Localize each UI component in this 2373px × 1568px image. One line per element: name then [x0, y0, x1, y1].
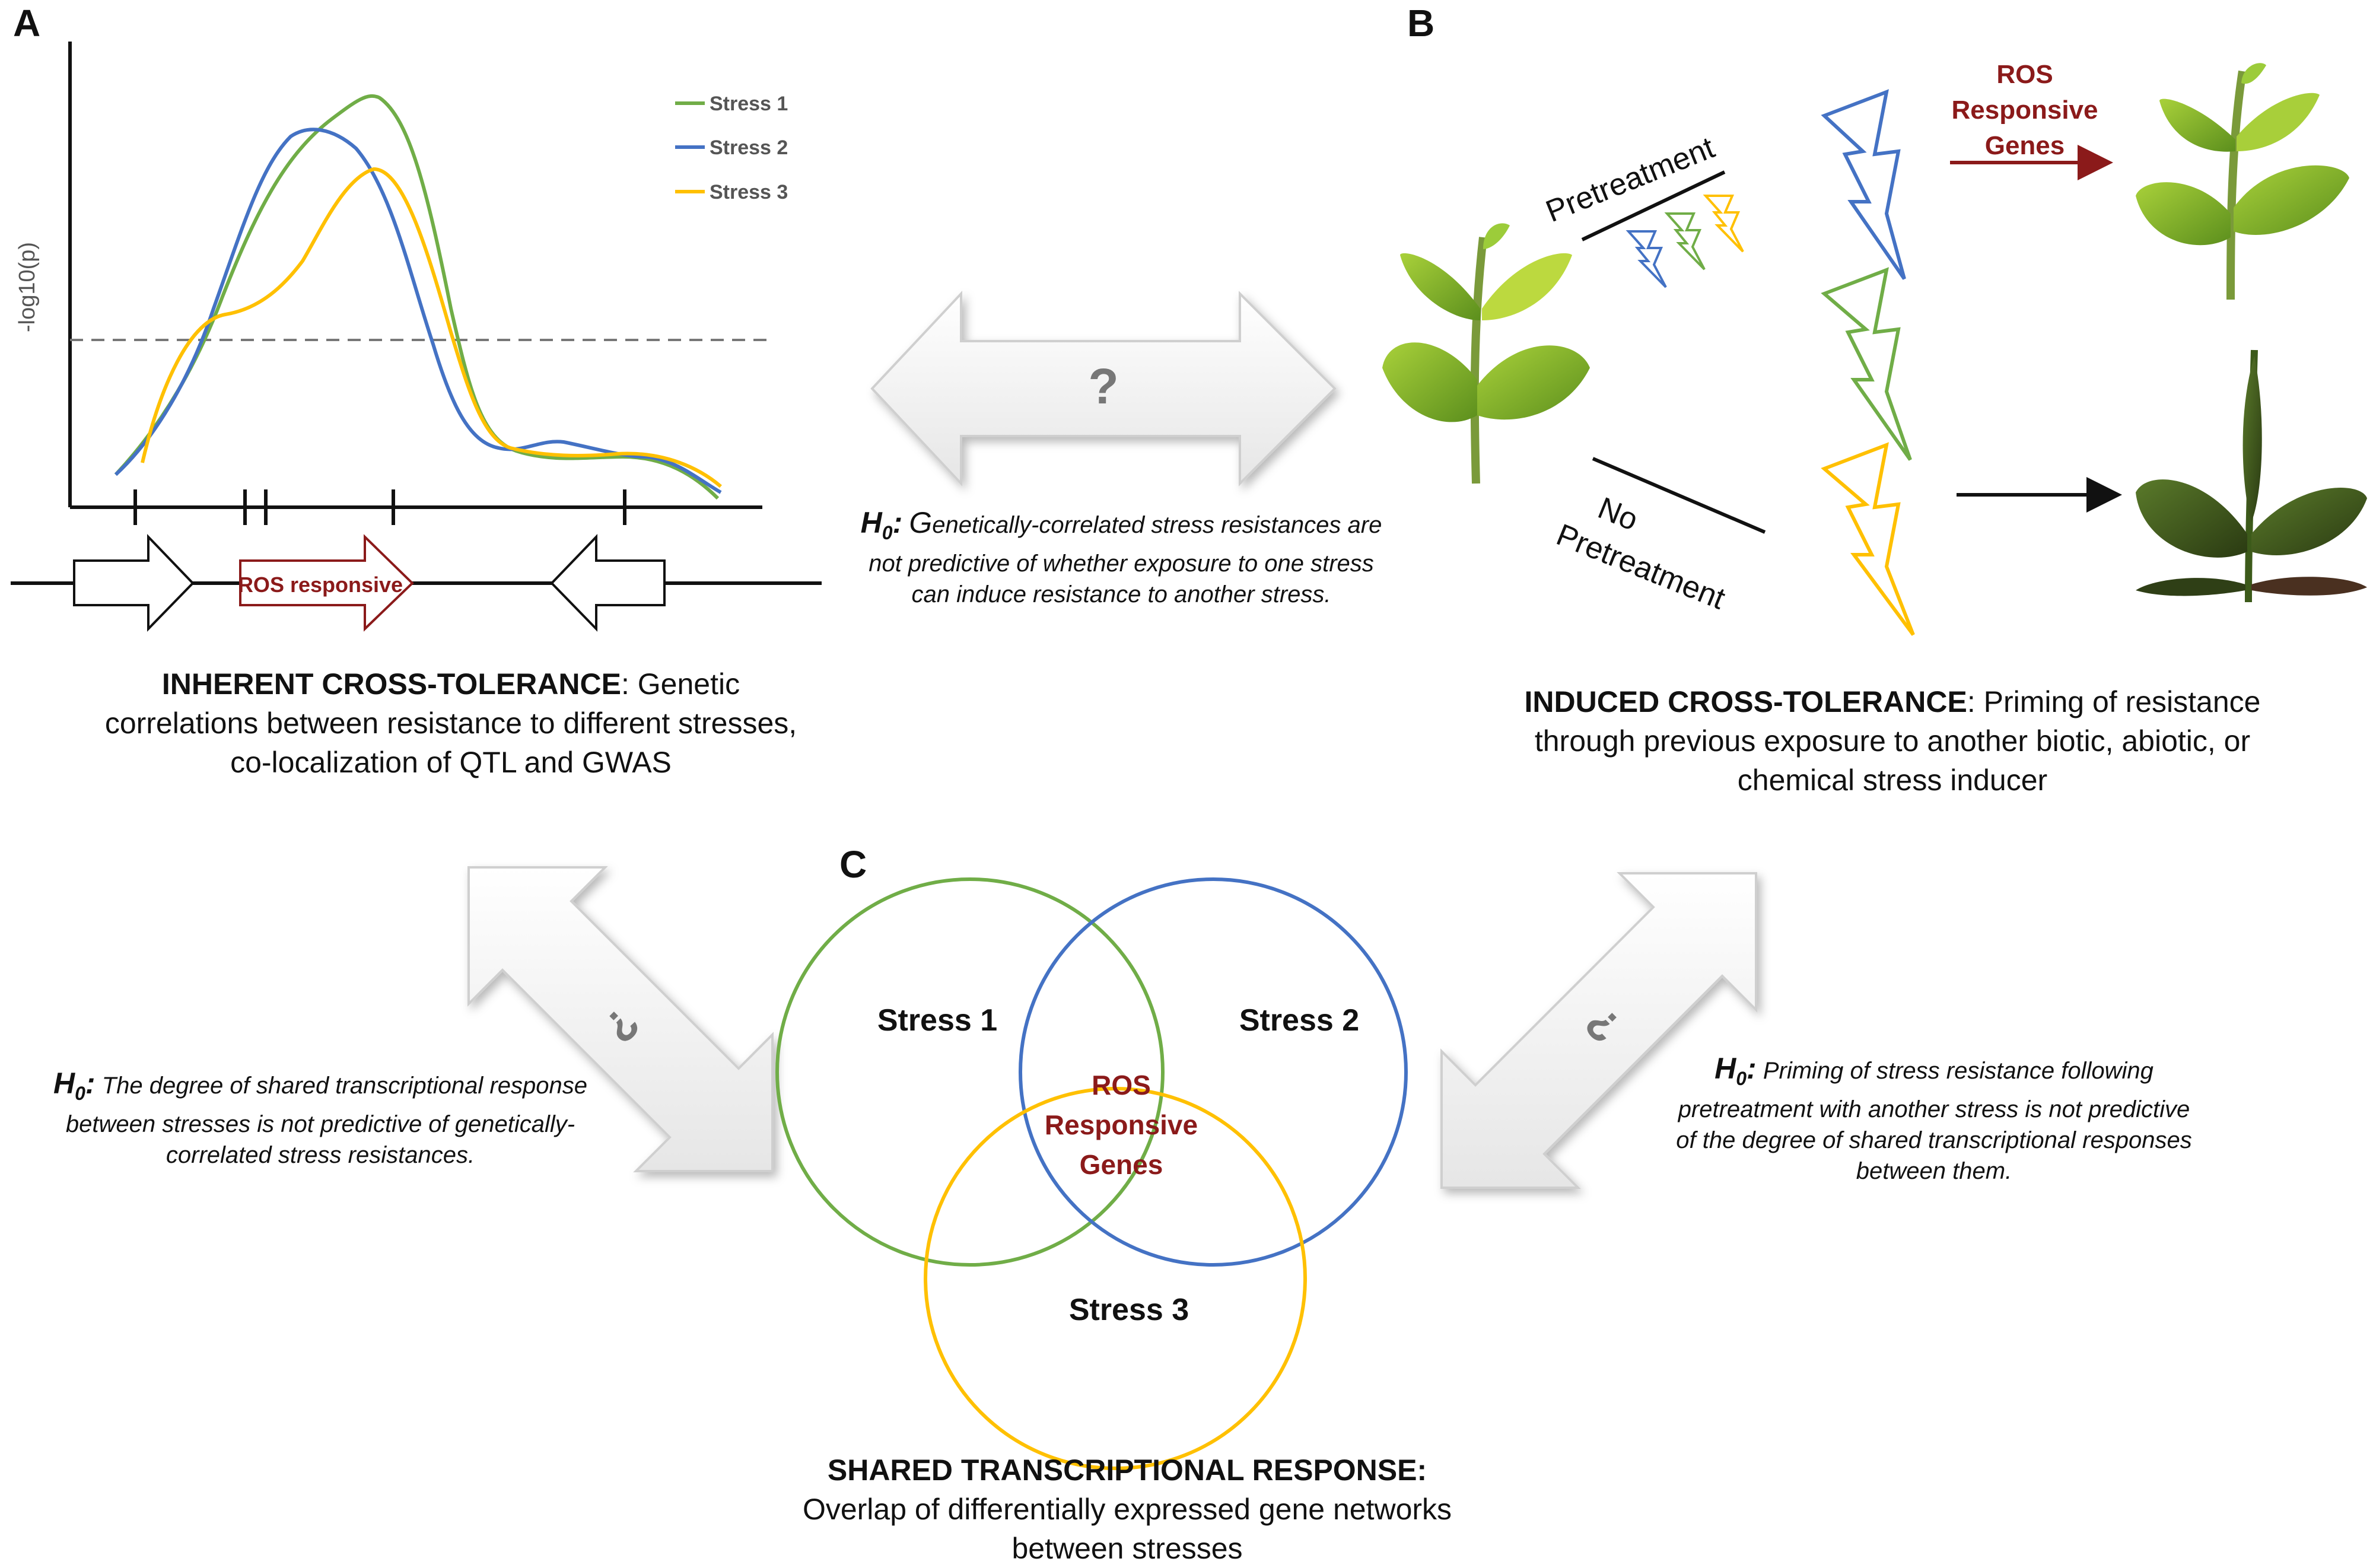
panel-label-b: B: [1407, 2, 1435, 44]
double-arrow-right-diagonal: [1440, 872, 1757, 1189]
caption-c-bold: SHARED TRANSCRIPTIONAL RESPONSE:: [827, 1453, 1427, 1487]
small-lightning-bolts: [1626, 195, 1744, 288]
hypothesis-right-text: Priming of stress resistance following p…: [1676, 1058, 2192, 1184]
x-axis-ticks: [133, 489, 626, 525]
venn-circle-stress-1: [775, 877, 1165, 1267]
caption-b-text: : Priming of resistance through previous…: [1534, 685, 2261, 797]
venn-center-line-3: Genes: [1080, 1149, 1163, 1180]
venn-center-line-1: ROS: [1092, 1070, 1151, 1101]
panel-label-c: C: [839, 843, 867, 886]
h0-label-top: H0:: [860, 506, 903, 543]
venn-label-stress-1: Stress 1: [877, 1003, 997, 1038]
caption-induced-cross-tolerance: INDUCED CROSS-TOLERANCE: Priming of resi…: [1507, 682, 2278, 800]
caption-a-text: : Genetic correlations between resistanc…: [104, 667, 797, 779]
venn-circle-stress-2: [1019, 877, 1408, 1267]
legend-stress-1: Stress 1: [710, 93, 788, 115]
h0-label-left: H0:: [53, 1067, 96, 1104]
ros-genes-line-3: Genes: [1985, 131, 2065, 160]
caption-b-bold: INDUCED CROSS-TOLERANCE: [1524, 685, 1967, 718]
no-label: No: [1593, 491, 1643, 537]
panel-label-a: A: [13, 2, 41, 44]
legend-stress-2: Stress 2: [710, 136, 788, 159]
hypothesis-top: H0: Genetically-correlated stress resist…: [854, 507, 1388, 610]
caption-inherent-cross-tolerance: INHERENT CROSS-TOLERANCE: Genetic correl…: [95, 664, 807, 782]
gene-label-ros: ROS responsive: [238, 573, 403, 597]
y-axis-label: -log10(p): [15, 242, 40, 332]
stress-2-curve: [114, 128, 722, 494]
double-arrow-left-diagonal: [467, 866, 774, 1172]
gene-arrow-reverse: [550, 534, 666, 632]
ros-genes-line-1: ROS: [1996, 60, 2053, 89]
gene-arrow-left: [73, 534, 195, 632]
no-pretreatment-label: Pretreatment: [1552, 517, 1731, 616]
hypothesis-top-initial: G: [909, 506, 933, 539]
question-mark-top: ?: [1088, 358, 1118, 414]
venn-label-stress-2: Stress 2: [1239, 1003, 1359, 1038]
large-lightning-bolts: [1821, 89, 1915, 636]
pretreatment-line: [1581, 170, 1726, 241]
legend: Stress 1 Stress 2 Stress 3: [675, 93, 788, 203]
venn-circle-stress-3: [924, 1087, 1307, 1470]
plant-healthy: [2136, 63, 2349, 300]
venn-diagram: [775, 877, 1408, 1470]
double-arrow-top: [870, 290, 1337, 487]
manhattan-plot: Stress 1 Stress 2 Stress 3 -log10(p): [15, 42, 788, 525]
h0-label-right: H0:: [1714, 1052, 1757, 1089]
venn-center-line-2: Responsive: [1045, 1109, 1198, 1140]
gene-arrow-ros: [239, 534, 414, 632]
caption-c-text: Overlap of differentially expressed gene…: [802, 1493, 1452, 1565]
plant-damaged: [2136, 349, 2367, 603]
caption-a-bold: INHERENT CROSS-TOLERANCE: [161, 667, 621, 701]
ros-genes-line-2: Responsive: [1952, 96, 2098, 125]
legend-stress-3: Stress 3: [710, 181, 788, 203]
no-pretreatment-line: [1592, 457, 1766, 534]
caption-shared-transcriptional-response: SHARED TRANSCRIPTIONAL RESPONSE: Overlap…: [765, 1451, 1489, 1568]
hypothesis-right: H0: Priming of stress resistance followi…: [1673, 1053, 2195, 1187]
gene-track: ROS responsive: [11, 534, 822, 632]
hypothesis-top-text: enetically-correlated stress resistances…: [869, 512, 1382, 608]
venn-label-stress-3: Stress 3: [1069, 1293, 1189, 1327]
hypothesis-left-text: The degree of shared transcriptional res…: [65, 1073, 587, 1168]
plant-left: [1382, 223, 1590, 484]
stress-1-curve: [114, 94, 720, 500]
hypothesis-left: H0: The degree of shared transcriptional…: [53, 1068, 587, 1171]
stress-3-curve: [141, 167, 722, 488]
